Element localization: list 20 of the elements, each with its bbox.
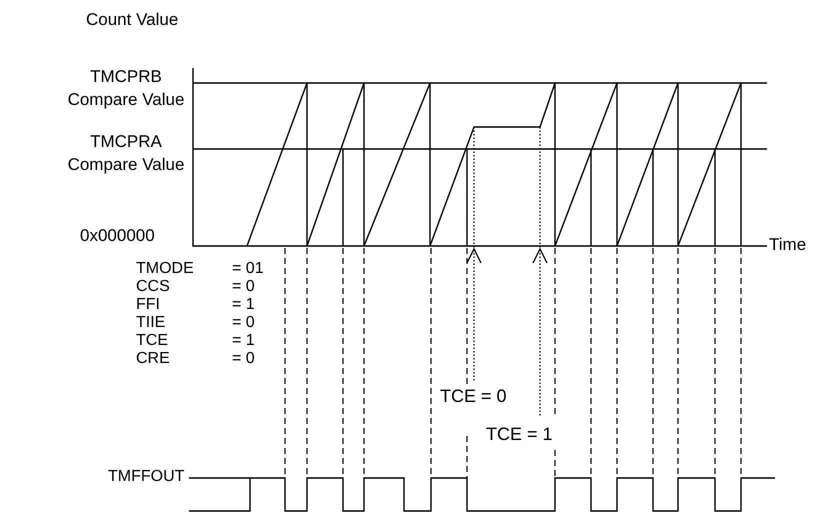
register-value: = 0 — [232, 313, 255, 332]
annotation: TCE = 0 — [440, 386, 507, 408]
axis-title: Count Value — [86, 10, 178, 30]
register-value: = 1 — [232, 331, 255, 350]
register-name: TIIE — [136, 313, 166, 332]
annotation: TCE = 1 — [486, 424, 553, 446]
register-value: = 1 — [232, 295, 255, 314]
register-name: TMODE — [136, 259, 194, 278]
register-name: CRE — [136, 349, 170, 368]
level-label: 0x000000 — [80, 226, 155, 246]
register-value: = 01 — [232, 259, 264, 278]
register-value: = 0 — [232, 277, 255, 296]
register-value: = 0 — [232, 349, 255, 368]
register-name: TCE — [136, 331, 168, 350]
level-label: TMCPRB Compare Value — [66, 66, 186, 111]
level-label: TMCPRA Compare Value — [66, 131, 186, 176]
axis-label: Time — [769, 235, 806, 256]
signal-name: TMFFOUT — [108, 467, 184, 486]
register-name: FFI — [136, 295, 160, 314]
register-name: CCS — [136, 277, 170, 296]
